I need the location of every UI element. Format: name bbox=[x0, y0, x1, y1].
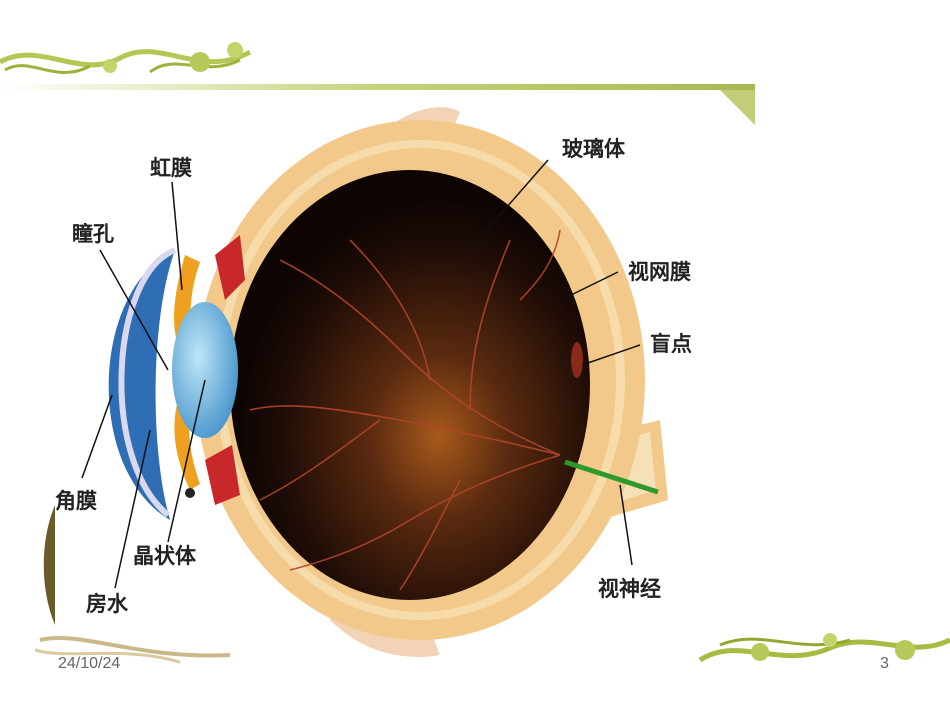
label-iris: 虹膜 bbox=[150, 156, 192, 180]
label-vitreous: 玻璃体 bbox=[562, 137, 625, 161]
label-blind-spot: 盲点 bbox=[650, 332, 692, 356]
pointer-lines bbox=[81, 159, 641, 589]
footer-date: 24/10/24 bbox=[58, 655, 121, 672]
label-optic-nerve: 视神经 bbox=[598, 577, 661, 601]
label-pupil: 瞳孔 bbox=[72, 222, 114, 246]
top-vine-ornament bbox=[0, 42, 755, 125]
label-aqueous: 房水 bbox=[86, 592, 128, 616]
label-retina: 视网膜 bbox=[628, 260, 691, 284]
bottom-left-ornament bbox=[34, 505, 231, 664]
eye-illustration bbox=[108, 107, 668, 657]
page-number: 3 bbox=[880, 655, 889, 672]
label-cornea: 角膜 bbox=[55, 489, 97, 513]
label-lens: 晶状体 bbox=[133, 544, 196, 568]
bottom-right-vine-ornament bbox=[698, 633, 950, 663]
